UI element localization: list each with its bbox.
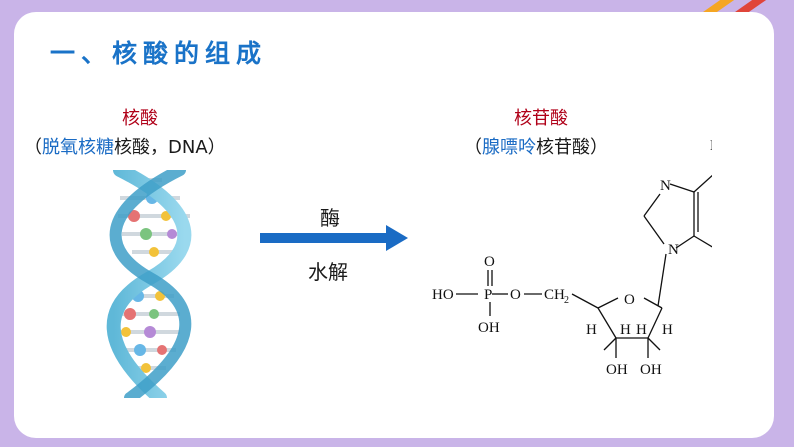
deoxyribose-text: 脱氧核糖	[42, 137, 114, 158]
ester-oxygen-label: O	[510, 287, 521, 303]
nucleic-acid-heading: 核酸	[122, 108, 158, 129]
n7-label: N	[660, 178, 671, 194]
dna-helix-illustration	[106, 170, 192, 398]
nucleotide-open-paren: （	[464, 137, 482, 158]
ho-label: HO	[432, 287, 454, 303]
phosphate-oxygen-label: O	[484, 254, 495, 270]
nucleotide-heading: 核苷酸	[514, 108, 568, 129]
hydrolysis-label: 水解	[308, 260, 348, 284]
nucleotide-subtitle: （腺嘌呤核苷酸）	[464, 133, 608, 159]
h-label-4: H	[662, 322, 673, 338]
h-label-2: H	[620, 322, 631, 338]
nh2-label: NH	[710, 138, 712, 154]
adenine-text: 腺嘌呤	[482, 137, 536, 158]
h-label-1: H	[586, 322, 597, 338]
page-title: 一、核酸的组成	[50, 39, 268, 68]
dna-strand-b	[109, 170, 192, 398]
phosphate-oh-label: OH	[478, 320, 500, 336]
hydrolysis-arrow	[260, 225, 408, 251]
slide-card: 一、核酸的组成 核酸 （脱氧核糖核酸，DNA）	[14, 12, 774, 438]
subtitle-open-paren: （	[24, 137, 42, 158]
ch2-subscript: 2	[564, 295, 569, 306]
dna-base-pairs	[112, 175, 190, 373]
enzyme-label: 酶	[320, 206, 340, 230]
nucleotide-structure: NH 2 N N N N HO P O O OH CH 2 O H H H H …	[432, 138, 712, 378]
ring-oxygen-label: O	[624, 292, 635, 308]
nucleic-acid-subtitle: （脱氧核糖核酸，DNA）	[24, 133, 226, 159]
subtitle-rest: 核酸，DNA）	[114, 137, 226, 158]
h-label-3: H	[636, 322, 647, 338]
oh-label-2: OH	[640, 362, 662, 378]
ch2-label: CH	[544, 287, 565, 303]
n9-label: N	[668, 242, 679, 258]
nucleotide-rest: 核苷酸）	[536, 137, 608, 158]
oh-label-1: OH	[606, 362, 628, 378]
phosphorus-label: P	[484, 287, 492, 303]
